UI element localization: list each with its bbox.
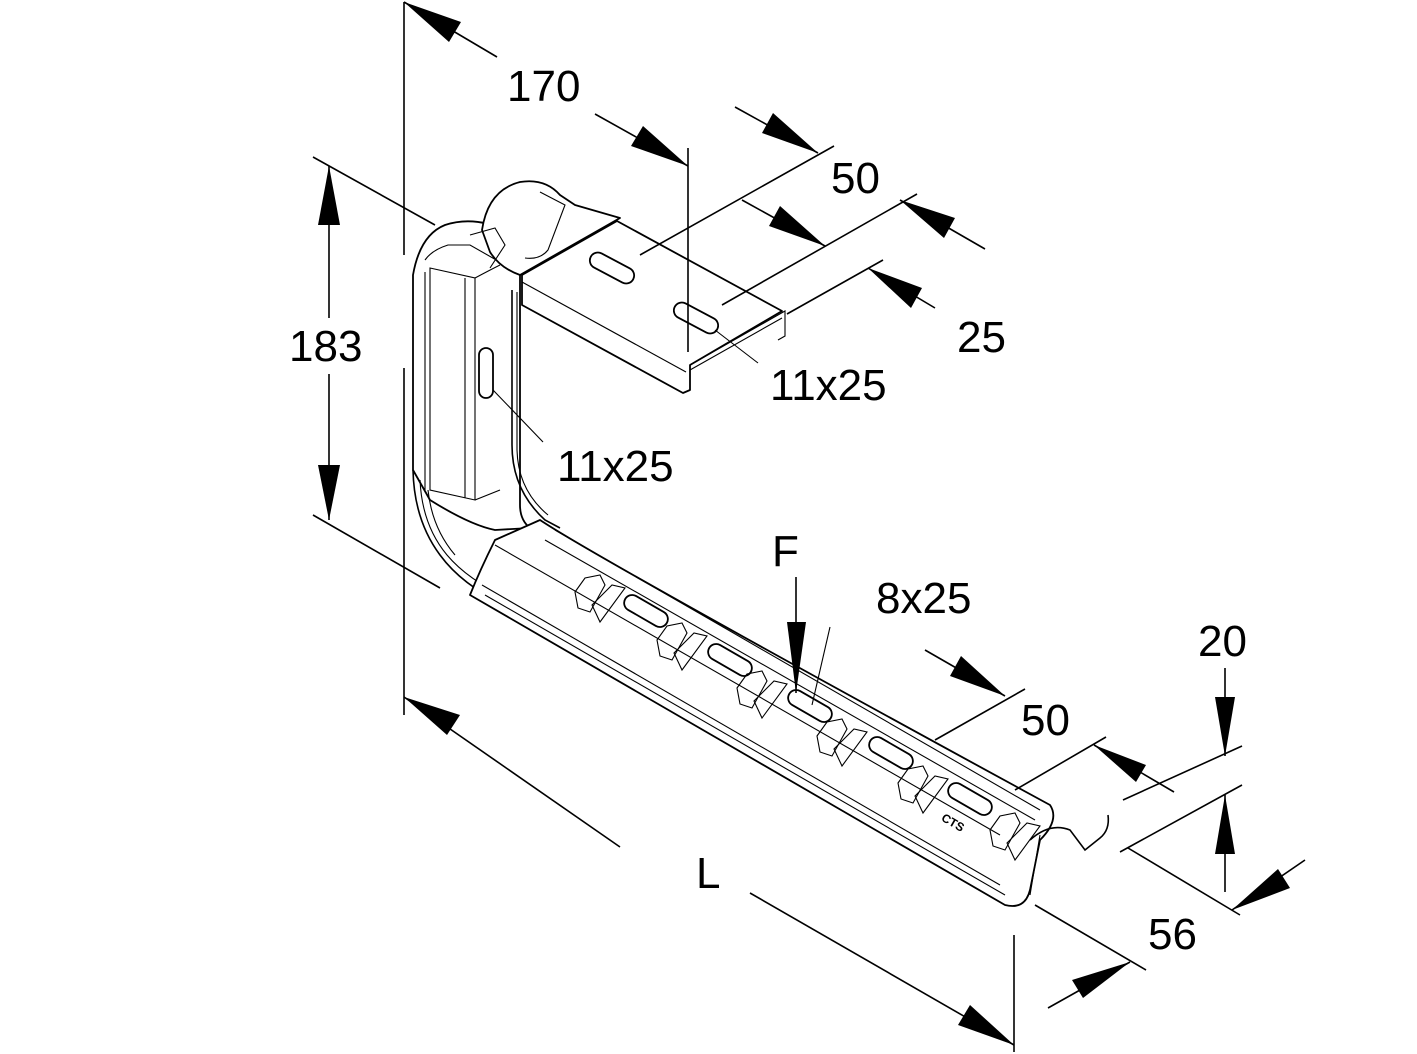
mounting-plate <box>521 220 783 394</box>
dim-length-L: L <box>696 849 720 898</box>
vertical-slot-11x25 <box>478 347 494 399</box>
vertical-profile <box>412 220 531 531</box>
dim-plate-slot: 11x25 <box>770 361 887 410</box>
dim-profile-56: 56 <box>1148 910 1197 959</box>
dim-lip-20: 20 <box>1198 617 1247 666</box>
dim-height-183: 183 <box>289 322 362 371</box>
dim-vertical-slot: 11x25 <box>557 442 674 491</box>
plate-slot-a <box>588 251 636 285</box>
clip-tabs <box>574 574 1041 862</box>
dim-reach-170: 170 <box>507 62 580 111</box>
dim-plate-width-50: 50 <box>831 154 880 203</box>
dimension-lines <box>312 1 1306 1052</box>
top-cap <box>481 180 621 276</box>
dim-tray-slot: 8x25 <box>876 574 971 623</box>
dim-tray-width-50: 50 <box>1021 696 1070 745</box>
plate-slot-b <box>672 301 720 335</box>
dim-plate-offset-25: 25 <box>957 313 1006 362</box>
bracket-body: CTS <box>412 180 1110 907</box>
tray-slots <box>623 594 993 816</box>
load-label-F: F <box>772 527 799 576</box>
